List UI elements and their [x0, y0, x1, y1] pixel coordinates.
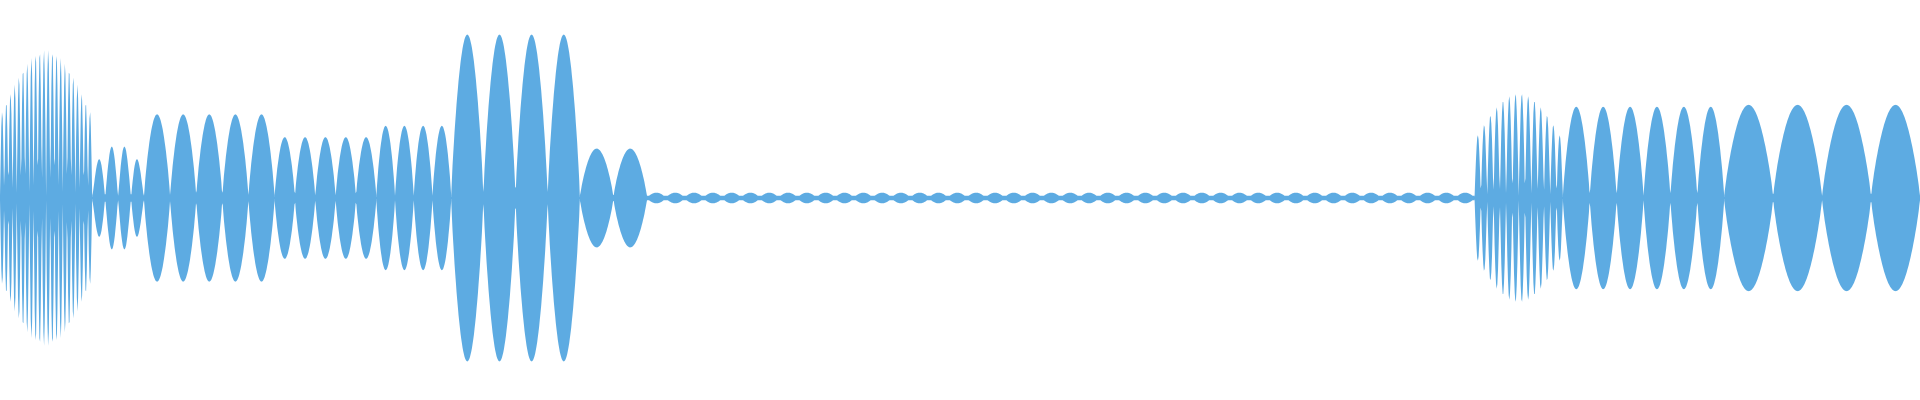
- waveform-segment-7: [579, 148, 647, 248]
- waveform-segment-2: [92, 146, 144, 250]
- waveform-segment-3: [144, 114, 275, 282]
- waveform-segment-5: [376, 125, 452, 271]
- waveform-segment-10: [1562, 106, 1725, 290]
- waveform-segment-9: [1474, 94, 1563, 302]
- waveform-segment-6: [451, 34, 580, 362]
- waveform-segment-4: [274, 137, 377, 259]
- waveform-segment-8: [647, 192, 1475, 204]
- waveform-segment-1: [0, 50, 93, 346]
- waveform-segment-11: [1724, 104, 1920, 292]
